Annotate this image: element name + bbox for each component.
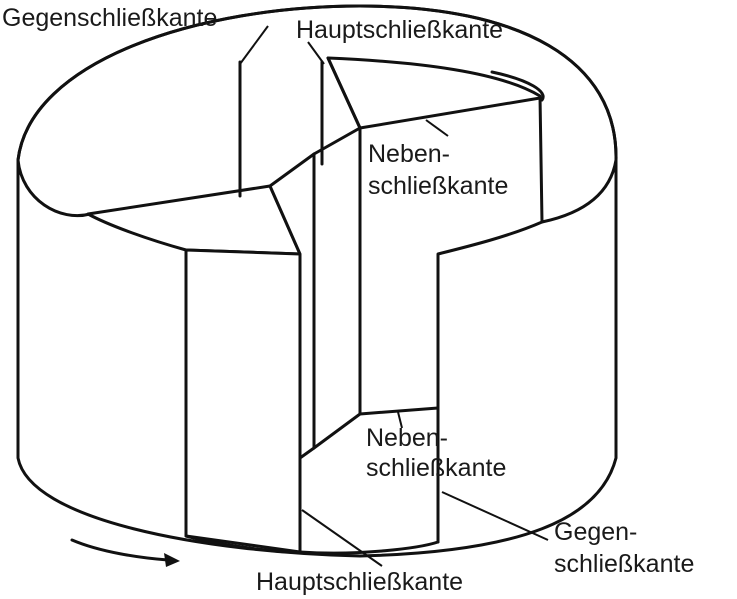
label-gegenschliesskante-bottom-line2: schließkante <box>554 550 694 578</box>
label-gegenschliesskante-top: Gegenschließkante <box>2 4 217 32</box>
label-nebenschliesskante-lower-line1: Neben- <box>366 424 448 452</box>
label-nebenschliesskante-upper-line2: schließkante <box>368 172 508 200</box>
right-plate <box>320 56 544 416</box>
label-nebenschliesskante-upper-line1: Neben- <box>368 140 450 168</box>
center-slot <box>268 126 362 460</box>
label-nebenschliesskante-lower-line2: schließkante <box>366 454 506 482</box>
label-hauptschliesskante-bottom: Hauptschließkante <box>256 568 463 596</box>
left-plate <box>86 184 302 554</box>
rotation-arrow-icon <box>70 538 180 567</box>
leader-lines <box>239 25 549 567</box>
top-rim <box>16 4 618 162</box>
label-hauptschliesskante-top: Hauptschließkante <box>296 16 503 44</box>
label-gegenschliesskante-bottom-line1: Gegen- <box>554 518 637 546</box>
